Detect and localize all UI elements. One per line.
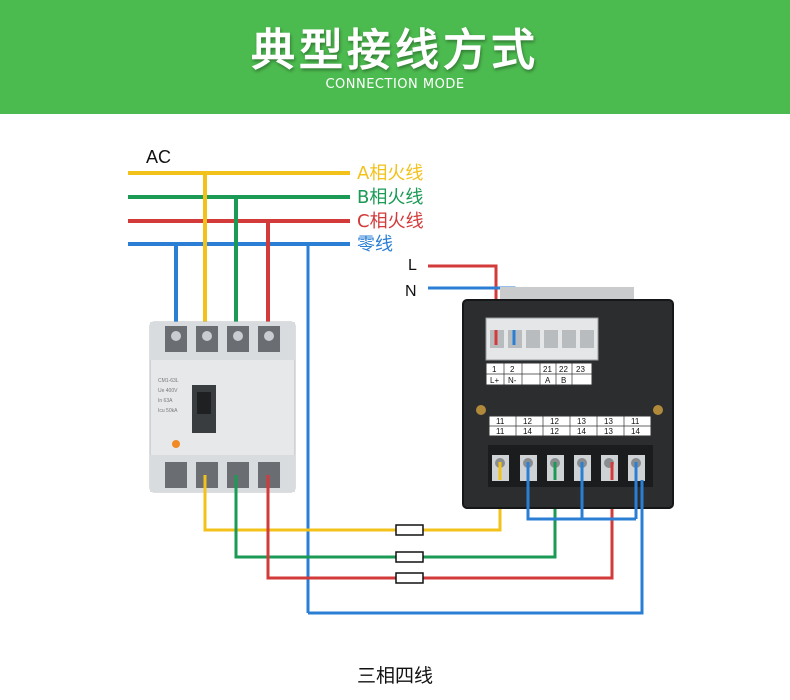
screw-left	[476, 405, 486, 415]
ac-label: AC	[146, 147, 171, 167]
top-term-name-2: N-	[508, 376, 517, 385]
mid-term-r2-2: 14	[523, 427, 532, 436]
breaker-label-3: In 63A	[158, 398, 173, 404]
circuit-breaker: CM1-63L Ue 400V In 63A Icu 50kA	[149, 321, 296, 493]
label-l: L	[408, 257, 417, 274]
top-term-name-3: A	[545, 376, 551, 385]
header-banner: 典型接线方式 CONNECTION MODE	[0, 0, 790, 114]
mid-term-r1-4: 13	[577, 417, 586, 426]
mid-term-r1-1: 11	[496, 417, 505, 426]
bus-label-n: 零线	[357, 234, 393, 255]
mid-term-r1-3: 12	[550, 417, 559, 426]
top-term-num-1: 1	[492, 365, 497, 374]
bus-label-b: B相火线	[357, 187, 423, 208]
mid-term-r2-6: 14	[631, 427, 640, 436]
mid-term-r2-5: 13	[604, 427, 613, 436]
mid-term-r2-3: 12	[550, 427, 559, 436]
label-n: N	[405, 283, 417, 300]
breaker-label-2: Ue 400V	[158, 388, 178, 394]
bus-label-a: A相火线	[357, 163, 423, 184]
top-term-num-4: 22	[559, 365, 568, 374]
top-term-num-3: 21	[543, 365, 552, 374]
page-subtitle: CONNECTION MODE	[325, 77, 465, 92]
mid-term-r2-4: 14	[577, 427, 586, 436]
breaker-label-1: CM1-63L	[158, 378, 179, 384]
mid-term-r1-5: 13	[604, 417, 613, 426]
mid-term-r1-2: 12	[523, 417, 532, 426]
page-title: 典型接线方式	[251, 25, 539, 76]
screw-right	[653, 405, 663, 415]
top-term-name-4: B	[561, 376, 566, 385]
bus-label-c: C相火线	[357, 211, 424, 232]
fuse-c	[395, 572, 424, 584]
diagram-caption: 三相四线	[356, 665, 433, 687]
fuse-a	[395, 524, 424, 536]
mid-term-r2-1: 11	[496, 427, 505, 436]
ct-loop-1	[526, 462, 584, 521]
breaker-label-4: Icu 50kA	[158, 408, 178, 414]
fuse-b	[395, 551, 424, 563]
mid-term-r1-6: 11	[631, 417, 640, 426]
top-term-num-5: 23	[576, 365, 585, 374]
meter-device: 1 2 21 22 23 L+ N- A B 11 12 12 13 13 11…	[462, 287, 674, 509]
wire-c-out	[266, 475, 614, 580]
top-term-name-1: L+	[490, 376, 499, 385]
top-term-num-2: 2	[510, 365, 515, 374]
wire-n-out	[308, 480, 644, 615]
